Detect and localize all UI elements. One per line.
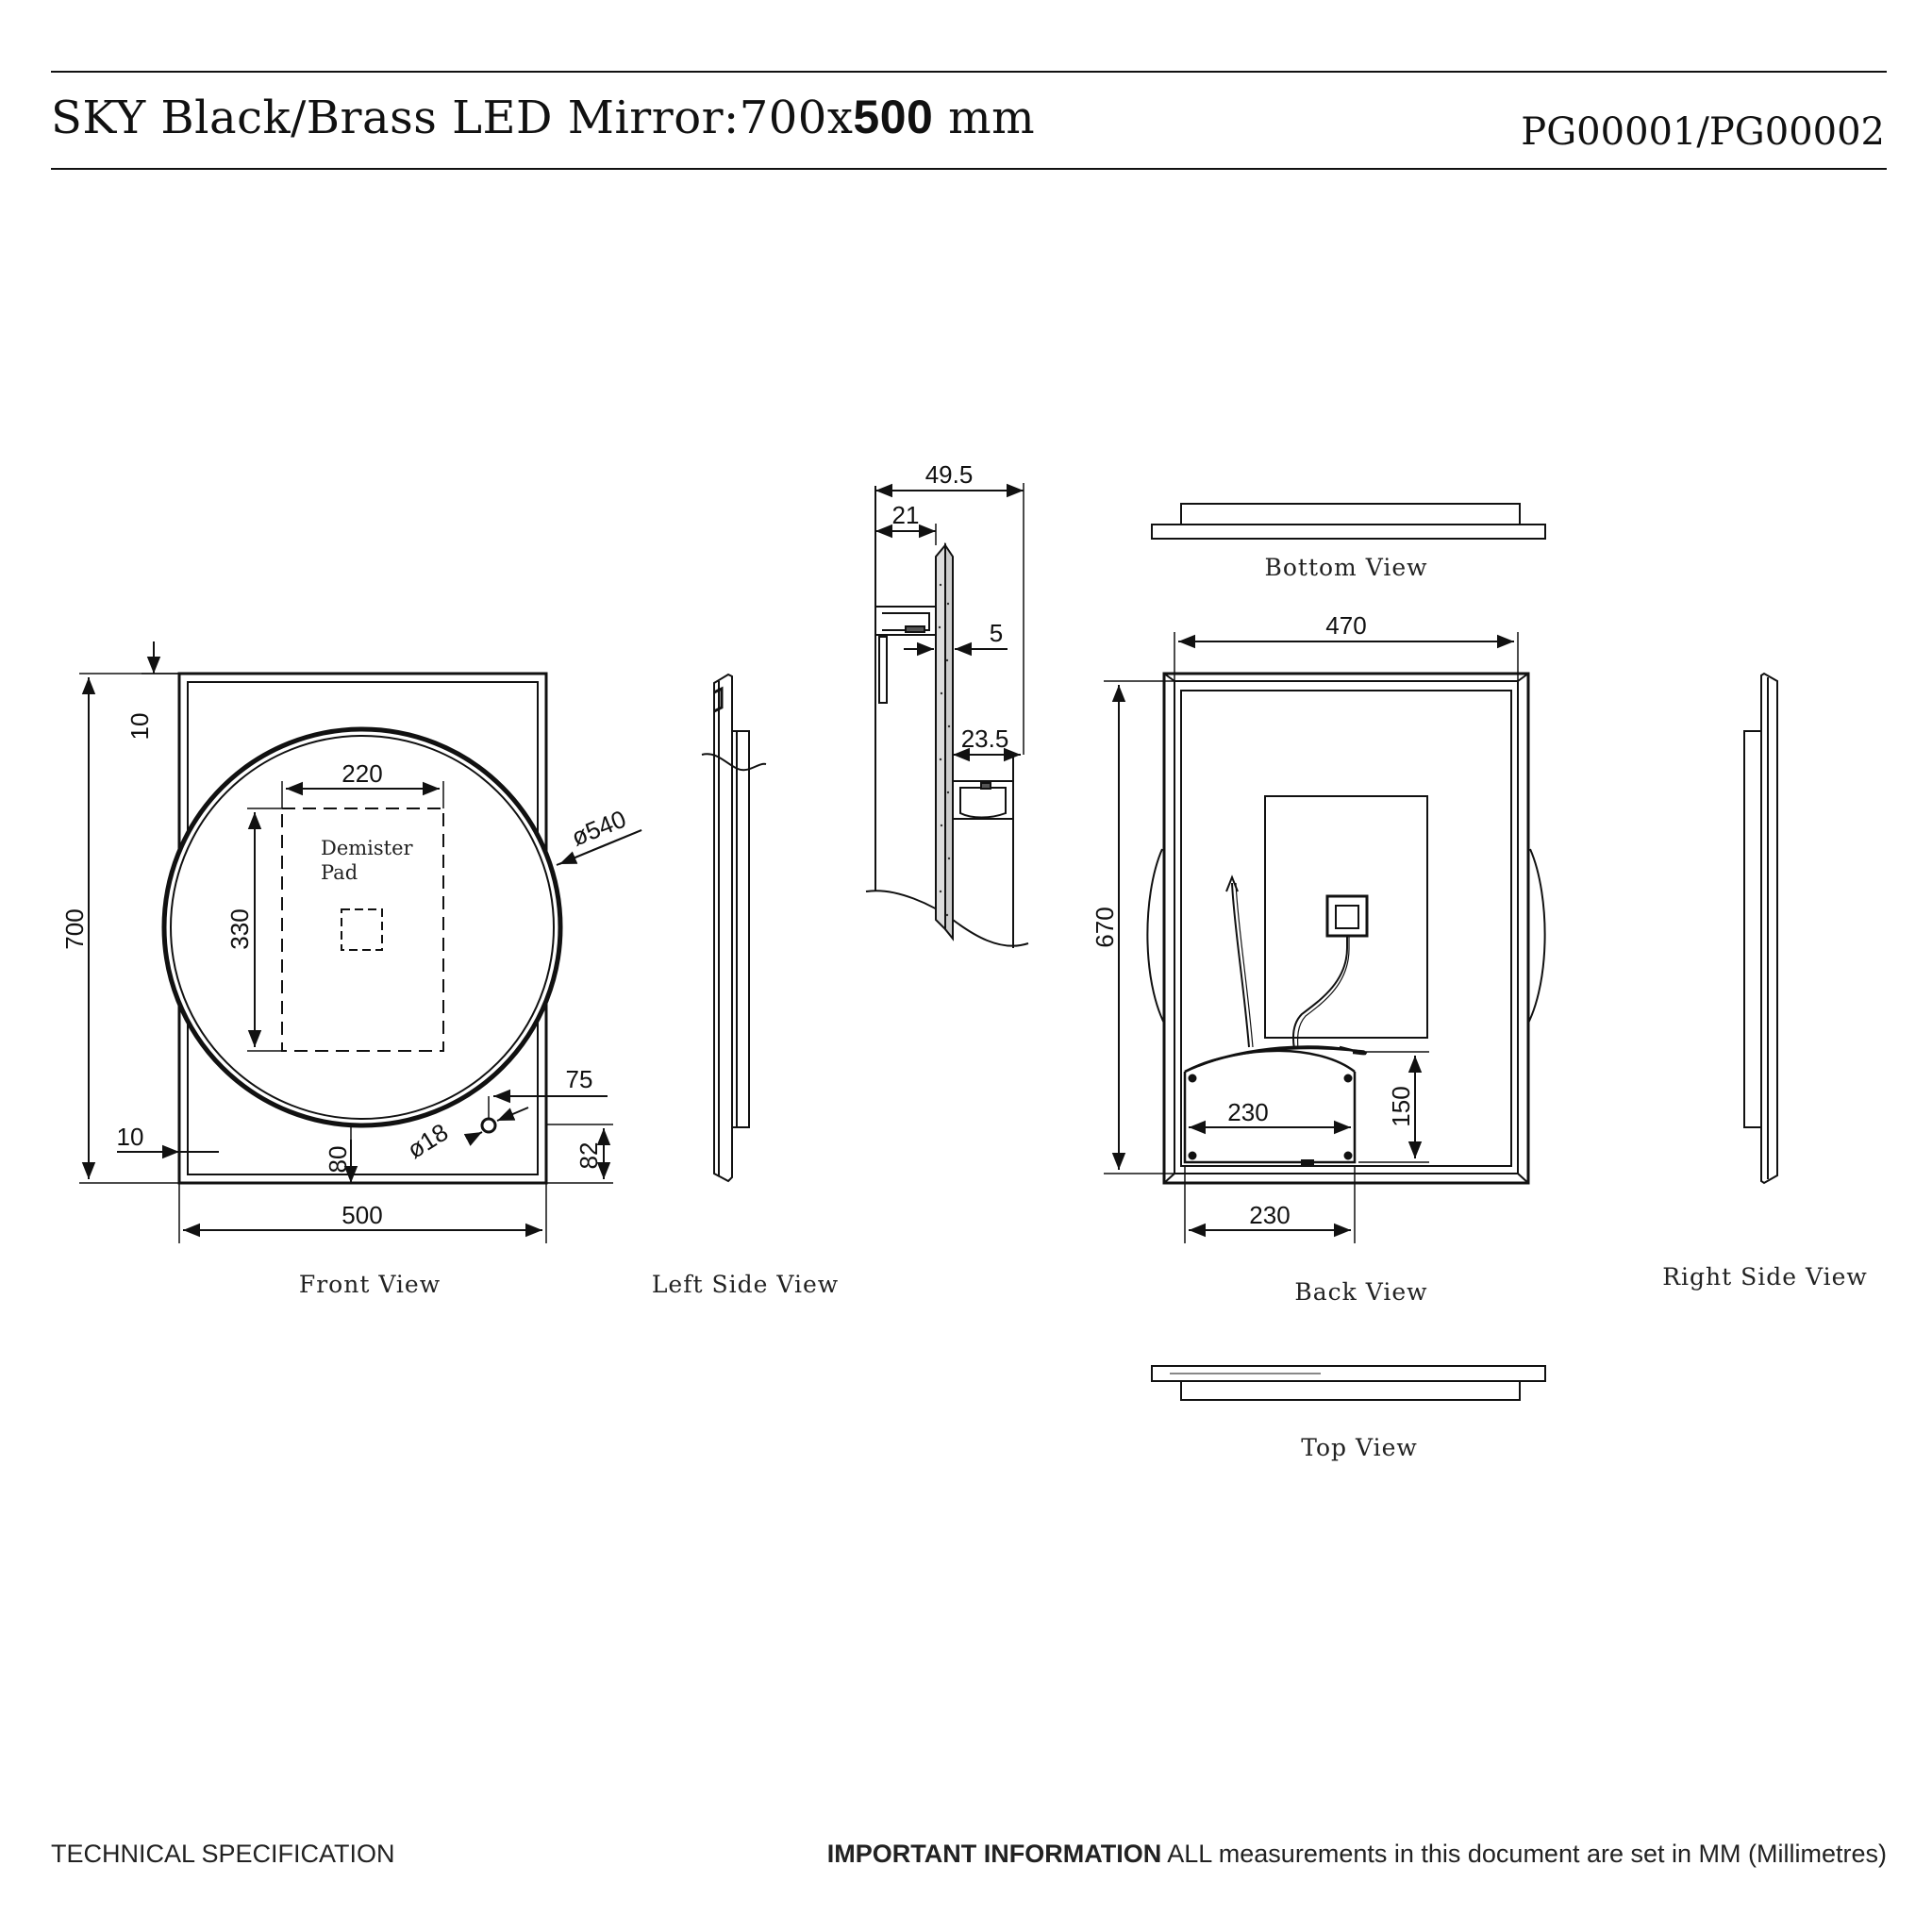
dim-offset: 23.5 (961, 724, 1009, 753)
dim-back-height: 670 (1091, 907, 1119, 947)
dim-mount-height: 150 (1387, 1086, 1415, 1126)
top-view: Top View (1151, 1365, 1546, 1461)
pad-label-line2: Pad (321, 861, 358, 884)
header-top-rule (51, 71, 1887, 73)
dim-switch-x: 75 (566, 1065, 593, 1093)
label-bottom-view: Bottom View (1264, 554, 1427, 581)
pad-label-line1: Demister (321, 837, 414, 859)
dim-mirror-diameter: ø540 (568, 805, 630, 852)
left-side-view: Left Side View (652, 673, 839, 1298)
stipple (938, 583, 951, 917)
round-mirror-inner (170, 735, 555, 1120)
title-size: 500 (853, 91, 934, 143)
front-view-labels: 700 10 10 500 220 330 ø540 Demister Pad … (60, 713, 630, 1298)
back-demister-panel (1264, 795, 1428, 1039)
title-unit: mm (948, 92, 1036, 144)
back-view (1104, 632, 1546, 1243)
front-view (79, 641, 642, 1243)
label-left-side-view: Left Side View (652, 1271, 839, 1298)
dim-pad-height: 330 (225, 908, 254, 949)
dim-back-width: 470 (1325, 611, 1366, 640)
demister-pad-outline (281, 808, 444, 1052)
label-right-side-view: Right Side View (1662, 1263, 1868, 1291)
dim-height-700: 700 (60, 908, 89, 949)
dim-width-500: 500 (341, 1201, 382, 1229)
back-view-labels: 470 670 150 230 230 Back View (1091, 611, 1427, 1306)
dim-glass: 5 (990, 619, 1003, 647)
label-top-view: Top View (1301, 1434, 1418, 1461)
page-title: SKY Black/Brass LED Mirror:700x500 mm (51, 90, 1035, 144)
footer-important-text: ALL measurements in this document are se… (1161, 1840, 1887, 1868)
section-detail (865, 483, 1029, 948)
dim-side-offset: 10 (117, 1123, 144, 1151)
dim-bracket-outer: 230 (1249, 1201, 1290, 1229)
dim-switch-diameter: ø18 (402, 1118, 453, 1164)
footer-important-label: IMPORTANT INFORMATION (826, 1840, 1162, 1868)
footer-technical-specification: TECHNICAL SPECIFICATION (51, 1840, 395, 1868)
right-side-view: Right Side View (1662, 672, 1868, 1291)
dim-frame-depth: 21 (892, 501, 920, 529)
round-mirror (161, 726, 563, 1128)
section-detail-labels: 49.5 21 5 23.5 (892, 460, 1009, 753)
product-codes: PG00001/PG00002 (1521, 110, 1885, 154)
dim-top-offset: 10 (125, 713, 154, 741)
dim-total-depth: 49.5 (925, 460, 974, 489)
bottom-view: Bottom View (1151, 503, 1546, 581)
dim-switch-bottom-right: 82 (575, 1142, 603, 1170)
dim-switch-bottom: 80 (324, 1146, 352, 1174)
label-front-view: Front View (299, 1271, 441, 1298)
title-prefix: SKY Black/Brass LED Mirror:700x (51, 92, 854, 144)
label-back-view: Back View (1294, 1278, 1427, 1306)
footer-important-information: IMPORTANT INFORMATION ALL measurements i… (827, 1840, 1887, 1869)
touch-switch (480, 1117, 497, 1134)
dim-bracket-inner: 230 (1227, 1098, 1268, 1126)
header-bottom-rule (51, 168, 1887, 170)
back-frame-outer (1162, 672, 1530, 1185)
demister-pad-center (341, 908, 383, 951)
dim-pad-width: 220 (341, 759, 382, 788)
